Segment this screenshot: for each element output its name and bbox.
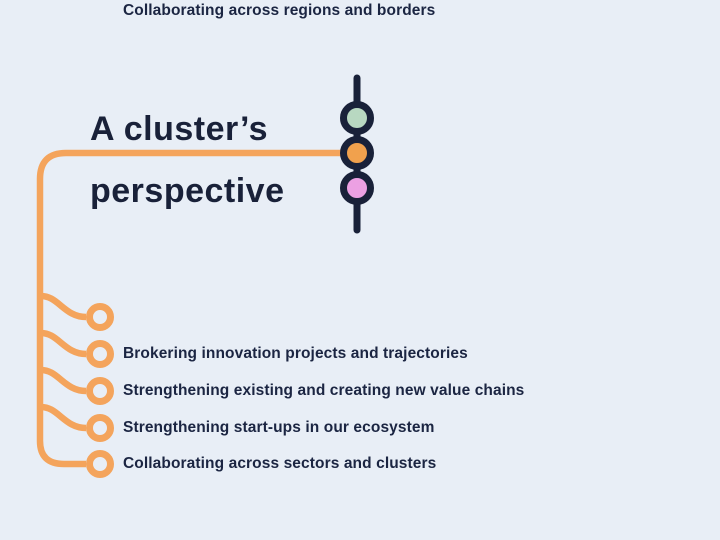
- connector-trunk-path: [36, 149, 344, 468]
- bullet-ring-icon: [86, 414, 114, 442]
- bullet-ring-icon: [86, 340, 114, 368]
- milestone-dot-green-icon: [340, 101, 374, 135]
- page-title-line-2: perspective: [90, 172, 285, 210]
- bullet-ring-icon: [86, 450, 114, 478]
- page-title-line-1: A cluster’s: [90, 110, 269, 148]
- list-item: Strengthening existing and creating new …: [123, 382, 525, 399]
- list-item: Strengthening start-ups in our ecosystem: [123, 419, 435, 436]
- branch-connector-1: [39, 292, 87, 321]
- branch-connector-3: [39, 366, 87, 395]
- bullet-ring-icon: [86, 377, 114, 405]
- milestone-dot-pink-icon: [340, 171, 374, 205]
- branch-connector-2: [39, 329, 87, 358]
- list-item: Collaborating across regions and borders: [123, 2, 436, 19]
- list-item: Brokering innovation projects and trajec…: [123, 345, 468, 362]
- page-title: A cluster’s perspective: [90, 98, 285, 222]
- list-item: Collaborating across sectors and cluster…: [123, 455, 437, 472]
- branch-connector-4: [39, 403, 87, 432]
- bullet-ring-icon: [86, 303, 114, 331]
- milestone-dot-orange-icon: [340, 136, 374, 170]
